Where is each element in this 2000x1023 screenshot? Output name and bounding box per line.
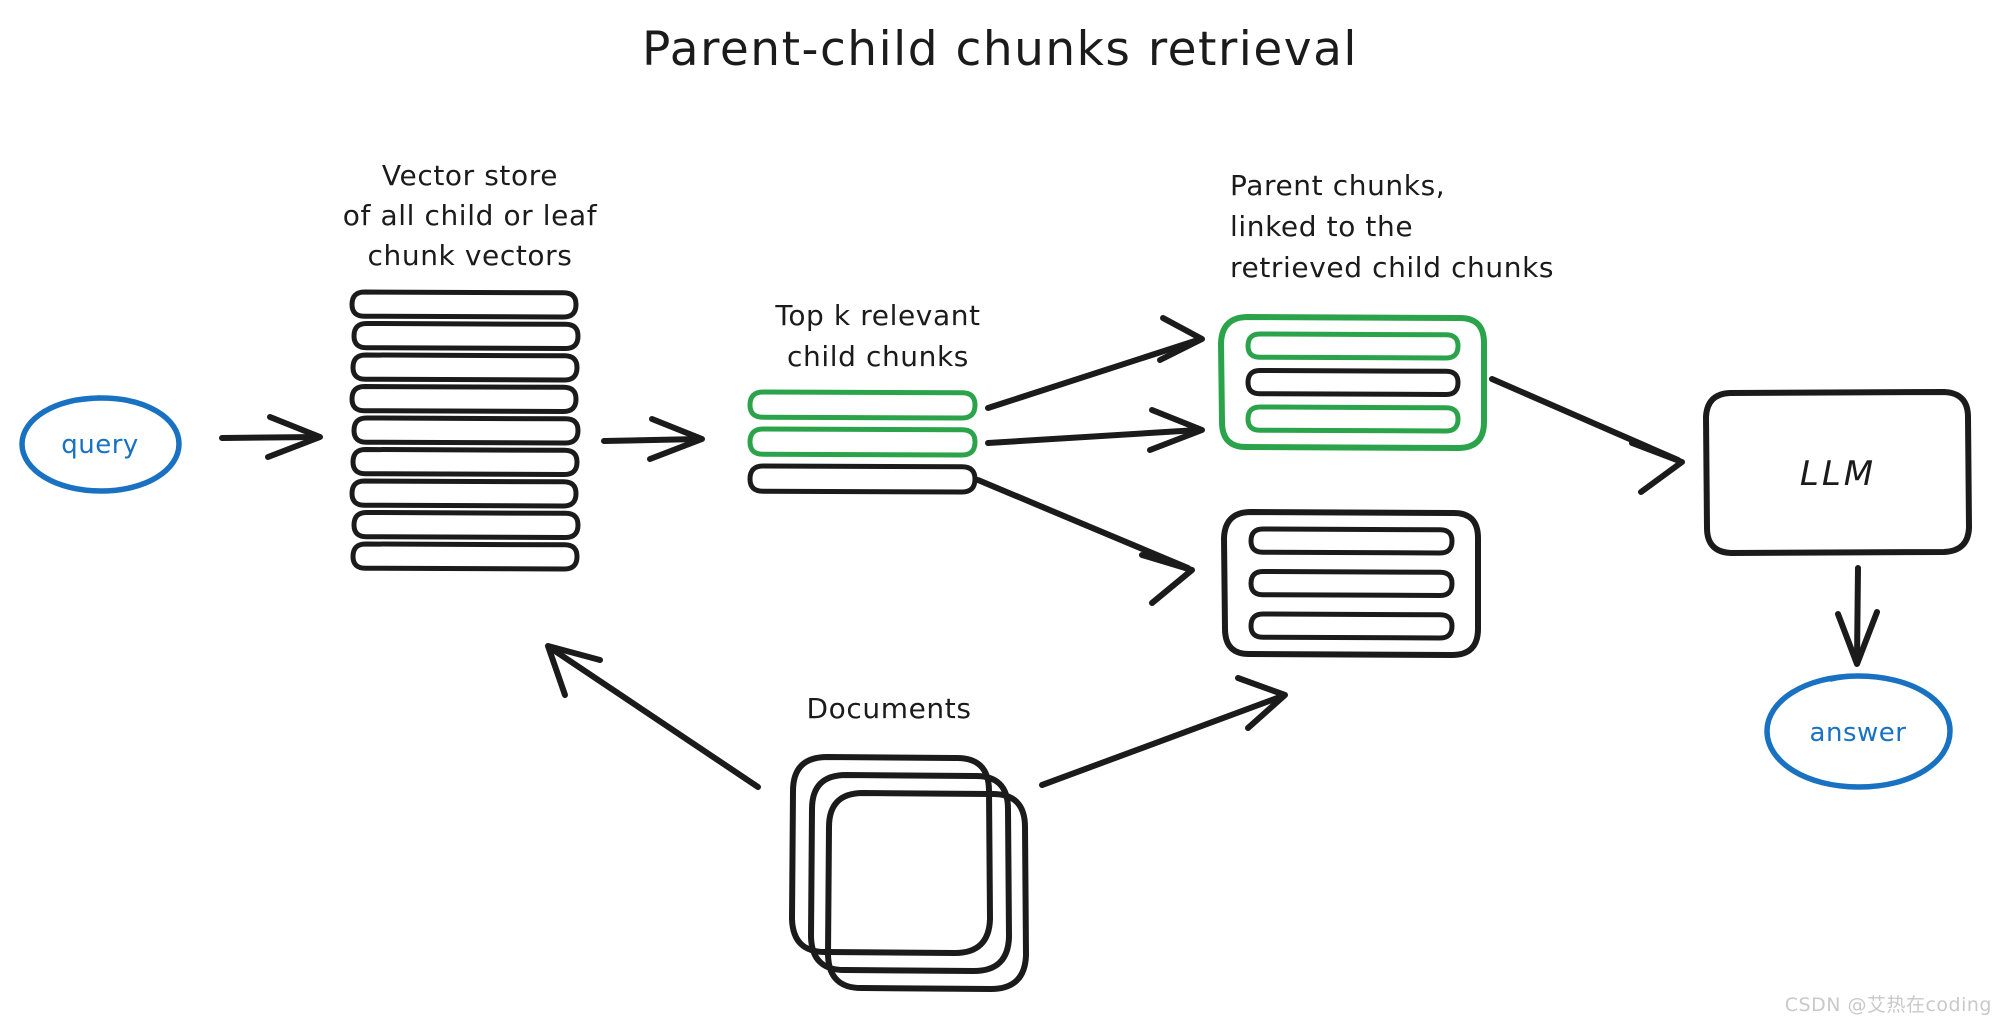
answer-ellipse-outline bbox=[1764, 673, 1953, 790]
documents-stack[interactable] bbox=[789, 754, 1029, 992]
arrow-child3-to-parent-black bbox=[975, 477, 1195, 606]
parent-chunk-inner-bar[interactable] bbox=[1245, 368, 1461, 397]
parent-chunks-group[interactable] bbox=[1218, 314, 1487, 658]
top-k-chunk-bar[interactable] bbox=[747, 426, 978, 458]
vector-store-bar[interactable] bbox=[350, 541, 580, 572]
llm-node[interactable]: LLM bbox=[1703, 389, 1972, 556]
vector-store-bar-outline bbox=[351, 321, 581, 351]
vector-store-bar[interactable] bbox=[351, 415, 581, 446]
query-ellipse-outline bbox=[19, 395, 182, 494]
vector-store-label-line3: chunk vectors bbox=[368, 239, 573, 272]
vector-store-bar[interactable] bbox=[350, 447, 580, 477]
parent-chunks-label-line2: linked to the bbox=[1230, 210, 1413, 243]
parent-chunk-inner-bar[interactable] bbox=[1248, 526, 1455, 556]
arrow-child1-to-parent-green bbox=[985, 315, 1205, 411]
document-sheet[interactable] bbox=[789, 754, 993, 956]
vector-store-label-line2: of all child or leaf bbox=[343, 199, 598, 232]
parent-chunk-inner-bar-outline bbox=[1248, 569, 1455, 598]
query-node[interactable]: query bbox=[19, 395, 182, 494]
document-sheet[interactable] bbox=[825, 790, 1029, 992]
parent-chunks-label-line1: Parent chunks, bbox=[1230, 169, 1445, 202]
arrow-vector-store-to-top-k bbox=[601, 416, 705, 462]
parent-chunk-inner-bar-outline bbox=[1248, 526, 1455, 556]
parent-chunks-label: Parent chunks, linked to the retrieved c… bbox=[1230, 169, 1554, 284]
vector-store-stack[interactable] bbox=[349, 289, 581, 572]
parent-chunk-inner-bar-outline bbox=[1245, 404, 1461, 434]
top-k-chunks-group[interactable] bbox=[747, 389, 978, 495]
llm-box-outline bbox=[1703, 389, 1972, 556]
arrow-query-to-vector-store bbox=[219, 414, 323, 460]
arrow-documents-to-vector-store bbox=[545, 643, 761, 790]
top-k-label-line2: child chunks bbox=[787, 340, 969, 373]
arrow-documents-to-parent-black bbox=[1039, 675, 1288, 788]
top-k-chunk-bar-outline bbox=[747, 463, 978, 495]
query-label: query bbox=[61, 430, 139, 460]
answer-node[interactable]: answer bbox=[1764, 673, 1953, 790]
parent-chunk-inner-bar[interactable] bbox=[1245, 331, 1461, 361]
document-sheet-outline bbox=[808, 772, 1012, 974]
vector-store-label: Vector store of all child or leaf chunk … bbox=[343, 159, 598, 272]
parent-chunks-label-line3: retrieved child chunks bbox=[1230, 251, 1554, 284]
vector-store-label-line1: Vector store bbox=[382, 159, 558, 192]
vector-store-bar-outline bbox=[351, 510, 581, 540]
watermark: CSDN @艾热在coding bbox=[1784, 994, 1992, 1016]
vector-store-bar[interactable] bbox=[351, 321, 581, 351]
arrow-child2-to-parent-green bbox=[985, 407, 1205, 453]
document-sheet[interactable] bbox=[808, 772, 1012, 974]
page-title: Parent-child chunks retrieval bbox=[642, 22, 1358, 77]
arrow-parent-green-to-llm bbox=[1489, 376, 1685, 495]
top-k-chunk-bar[interactable] bbox=[747, 389, 978, 421]
document-sheet-outline bbox=[825, 790, 1029, 992]
answer-label: answer bbox=[1810, 718, 1907, 748]
parent-chunk-inner-bar-outline bbox=[1248, 611, 1455, 641]
vector-store-bar[interactable] bbox=[349, 384, 579, 414]
vector-store-bar-outline bbox=[349, 478, 579, 509]
top-k-chunk-bar-outline bbox=[747, 389, 978, 421]
parent-chunk-inner-bar-outline bbox=[1245, 331, 1461, 361]
top-k-chunk-bar[interactable] bbox=[747, 463, 978, 495]
parent-chunk-inner-bar[interactable] bbox=[1248, 569, 1455, 598]
top-k-label: Top k relevant child chunks bbox=[774, 299, 980, 373]
document-sheet-outline bbox=[789, 754, 993, 956]
vector-store-bar[interactable] bbox=[349, 289, 579, 320]
vector-store-bar[interactable] bbox=[349, 478, 579, 509]
parent-chunk-box[interactable] bbox=[1221, 509, 1481, 658]
parent-chunk-inner-bar-outline bbox=[1245, 368, 1461, 397]
top-k-label-line1: Top k relevant bbox=[774, 299, 980, 332]
vector-store-bar-outline bbox=[349, 289, 579, 320]
top-k-chunk-bar-outline bbox=[747, 426, 978, 458]
vector-store-bar[interactable] bbox=[350, 352, 580, 383]
vector-store-bar-outline bbox=[351, 415, 581, 446]
vector-store-bar-outline bbox=[350, 541, 580, 572]
vector-store-bar-outline bbox=[350, 447, 580, 477]
vector-store-bar-outline bbox=[349, 384, 579, 414]
parent-chunk-box[interactable] bbox=[1218, 314, 1487, 451]
parent-chunk-inner-bar[interactable] bbox=[1245, 404, 1461, 434]
documents-label: Documents bbox=[806, 692, 971, 725]
llm-label: LLM bbox=[1800, 454, 1876, 494]
vector-store-bar-outline bbox=[350, 352, 580, 383]
vector-store-bar[interactable] bbox=[351, 510, 581, 540]
arrow-llm-to-answer bbox=[1835, 565, 1880, 667]
parent-chunk-inner-bar[interactable] bbox=[1248, 611, 1455, 641]
